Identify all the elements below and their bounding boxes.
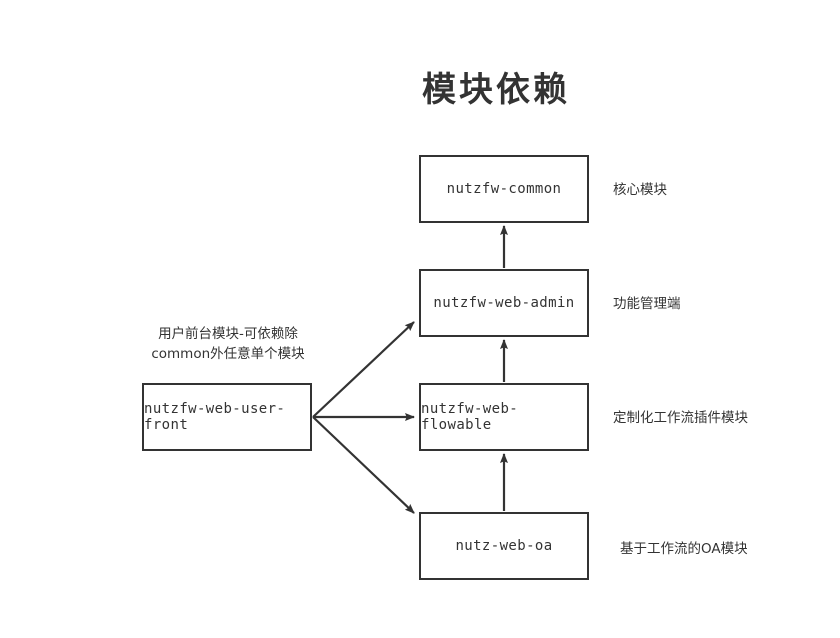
node-nutzfw-web-admin[interactable]: nutzfw-web-admin	[419, 269, 589, 337]
node-label: nutzfw-common	[446, 181, 562, 197]
side-label-nutz-web-oa: 基于工作流的OA模块	[620, 541, 748, 557]
edge-userfront-to-admin	[312, 321, 415, 418]
node-label: nutzfw-web-admin	[433, 295, 575, 311]
side-label-nutzfw-web-flowable: 定制化工作流插件模块	[613, 410, 748, 426]
node-label: nutzfw-web-flowable	[421, 401, 519, 433]
side-label-nutzfw-web-admin: 功能管理端	[613, 296, 681, 312]
side-label-nutzfw-common: 核心模块	[613, 182, 667, 198]
node-nutz-web-oa[interactable]: nutz-web-oa	[419, 512, 589, 580]
node-label: nutz-web-oa	[455, 538, 553, 554]
page-title: 模块依赖	[422, 70, 570, 110]
node-nutzfw-common[interactable]: nutzfw-common	[419, 155, 589, 223]
diagram-title-wrap: 模块依赖	[400, 62, 592, 111]
node-label: nutzfw-web-user-front	[144, 401, 286, 433]
node-nutzfw-web-user-front[interactable]: nutzfw-web-user-front	[142, 383, 312, 451]
edge-userfront-to-oa	[312, 416, 415, 514]
annotation-user-front-note: 用户前台模块-可依赖除 common外任意单个模块	[151, 326, 305, 362]
node-nutzfw-web-flowable[interactable]: nutzfw-web-flowable	[419, 383, 589, 451]
